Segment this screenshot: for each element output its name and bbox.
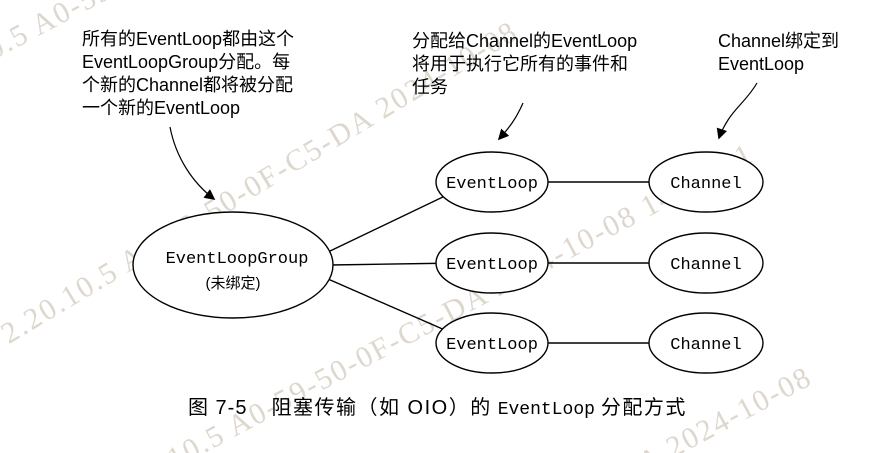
figure-number: 图 7-5: [188, 397, 248, 419]
caption-text-pre: 阻塞传输（如 OIO）的: [271, 397, 492, 419]
annotation-line: EventLoopGroup分配。每: [82, 52, 291, 72]
annotation-line: 任务: [412, 77, 448, 97]
eventloop-label: EventLoop: [446, 336, 538, 355]
annotation-line: Channel绑定到: [718, 31, 840, 51]
channel-label: Channel: [670, 336, 741, 355]
eventloop-label: EventLoop: [446, 256, 538, 275]
eventloop-node-3: EventLoop: [435, 312, 549, 374]
channel-label: Channel: [670, 175, 741, 194]
callout-arrow-to-eventloop: [497, 102, 524, 141]
eventloop-node-2: EventLoop: [435, 232, 549, 294]
caption-text-post: 分配方式: [600, 397, 687, 419]
annotation-line: 个新的Channel都将被分配: [82, 75, 294, 95]
callout-arrow-to-channel: [716, 82, 758, 140]
eventloopgroup-node: EventLoopGroup (未绑定): [132, 211, 334, 319]
annotation-channel-note: Channel绑定到 EventLoop: [718, 30, 839, 76]
annotation-line: 一个新的EventLoop: [82, 98, 241, 118]
annotation-line: 将用于执行它所有的事件和: [412, 54, 628, 74]
callout-arrow-to-group: [169, 126, 216, 200]
annotation-eventloop-note: 分配给Channel的EventLoop 将用于执行它所有的事件和 任务: [412, 30, 637, 99]
eventloopgroup-label: EventLoopGroup: [166, 250, 309, 269]
annotation-line: EventLoop: [718, 54, 805, 74]
eventloop-label: EventLoop: [446, 175, 538, 194]
channel-node-3: Channel: [648, 312, 764, 374]
annotation-line: 所有的EventLoop都由这个: [82, 29, 295, 49]
channel-label: Channel: [670, 256, 741, 275]
eventloopgroup-sublabel: (未绑定): [206, 275, 261, 292]
eventloop-node-1: EventLoop: [435, 151, 549, 213]
channel-node-1: Channel: [648, 151, 764, 213]
caption-code: EventLoop: [497, 400, 595, 420]
annotation-line: 分配给Channel的EventLoop: [412, 31, 638, 51]
channel-node-2: Channel: [648, 232, 764, 294]
annotation-group-note: 所有的EventLoop都由这个 EventLoopGroup分配。每 个新的C…: [82, 28, 294, 120]
